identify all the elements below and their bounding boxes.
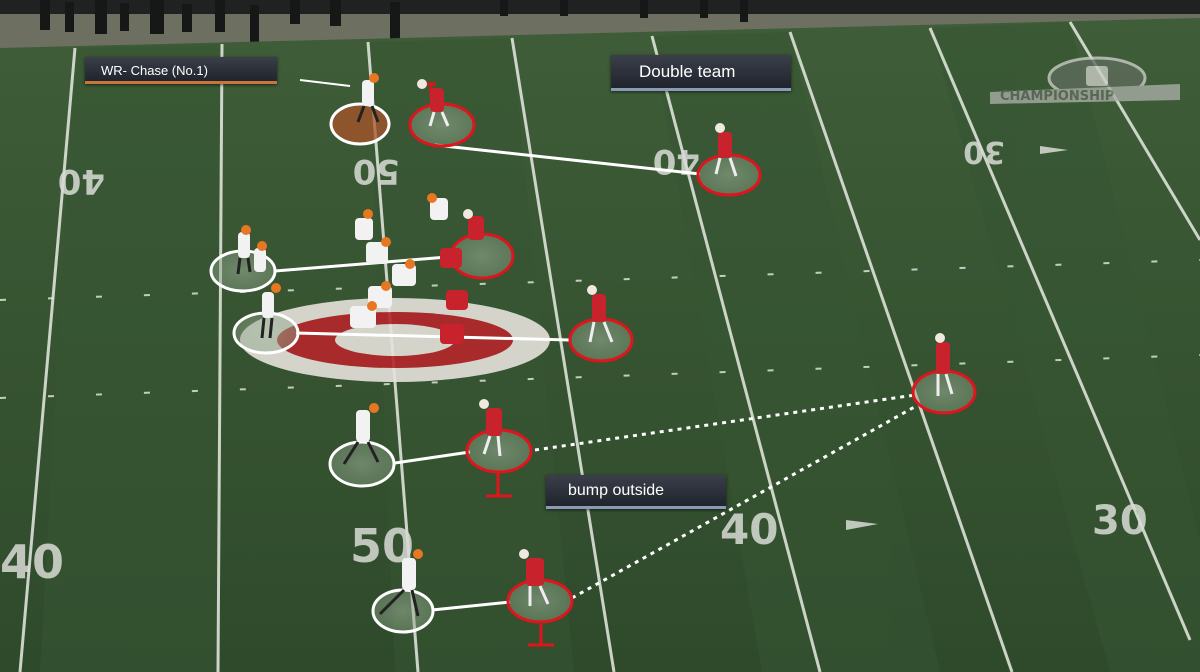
offense-player [355, 209, 373, 240]
assignment-line [295, 331, 571, 342]
defense-player [519, 549, 550, 606]
offense-player [366, 237, 391, 264]
offense-ring [328, 440, 396, 488]
defense-player [463, 209, 484, 240]
offense-ring [232, 311, 300, 355]
defense-ring [696, 153, 762, 197]
yard-number: 30 [1092, 498, 1148, 544]
double-team-line [434, 143, 701, 176]
yard-arrow [1040, 146, 1068, 154]
defense-player [440, 248, 462, 268]
yard-lines [18, 21, 1200, 672]
defense-ring [568, 317, 634, 363]
offense-ring-wr-chase [329, 102, 391, 146]
defense-player [714, 123, 738, 177]
offense-player [260, 283, 281, 339]
assignment-line [274, 254, 461, 273]
assignment-lines [274, 79, 919, 612]
defense-player-rings [408, 102, 977, 624]
yard-arrow [846, 520, 878, 530]
sideline-people [40, 0, 748, 43]
logo-text: CHAMPIONSHIP [1000, 89, 1114, 104]
offense-player [254, 241, 267, 272]
nfl-championship-logo: CHAMPIONSHIP [990, 56, 1180, 104]
zone-line [571, 403, 919, 600]
offense-player [342, 403, 380, 465]
offense-player [356, 73, 380, 123]
zone-line [534, 393, 916, 452]
offense-player [378, 549, 423, 617]
bump-outside-callout: bump outside [546, 475, 726, 509]
yard-number: 40 [58, 161, 105, 201]
assignment-line [394, 450, 471, 465]
defense-player [446, 290, 468, 310]
yard-number: 30 [963, 134, 1005, 169]
double-team-callout: Double team [611, 55, 791, 91]
wr-chase-callout: WR- Chase (No.1) [85, 57, 277, 84]
defense-player [417, 79, 450, 127]
offense-player [392, 259, 416, 286]
crowd [0, 0, 1200, 14]
defense-player [479, 399, 502, 457]
yard-number: 40 [0, 535, 64, 589]
yard-number: 40 [653, 141, 700, 181]
field-numbers: 40 50 40 30 40 50 40 30 [0, 134, 1148, 589]
defense-player [935, 333, 954, 396]
offense-player [427, 193, 448, 220]
yard-number: 40 [720, 505, 778, 554]
offense-players [236, 73, 448, 617]
defense-players [417, 79, 954, 606]
defense-ring [911, 369, 977, 415]
offense-player [350, 301, 377, 328]
defense-player [587, 285, 614, 343]
assignment-line [431, 600, 511, 612]
defense-player [440, 324, 464, 344]
yard-number: 50 [353, 151, 400, 191]
offense-player [236, 225, 252, 275]
